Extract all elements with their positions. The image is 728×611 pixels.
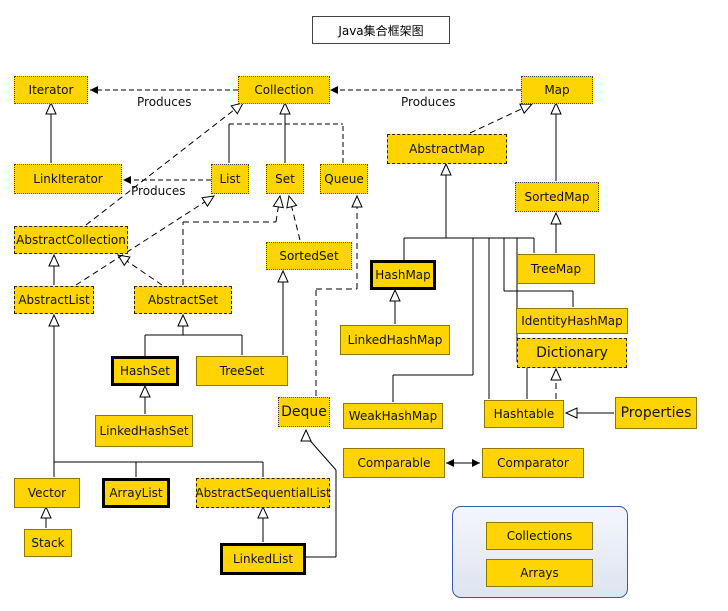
node-iterator: Iterator	[14, 76, 88, 104]
node-abstractmap: AbstractMap	[387, 134, 507, 164]
node-queue: Queue	[320, 164, 368, 194]
node-map: Map	[521, 76, 593, 104]
node-abstractcollection: AbstractCollection	[14, 226, 128, 254]
node-treeset: TreeSet	[196, 356, 288, 386]
utility-classes-panel: Collections Arrays	[452, 506, 628, 598]
node-vector: Vector	[14, 478, 80, 508]
node-linkedhashmap: LinkedHashMap	[340, 325, 450, 355]
node-hashmap: HashMap	[370, 260, 436, 290]
node-identityhashmap: IdentityHashMap	[516, 308, 628, 334]
edge-sortedset-set	[286, 194, 301, 241]
node-abstractlist: AbstractList	[14, 286, 94, 314]
node-dictionary: Dictionary	[517, 338, 627, 368]
node-linkedhashset: LinkedHashSet	[95, 415, 193, 447]
node-collections: Collections	[486, 522, 593, 550]
node-comparator: Comparator	[482, 448, 584, 478]
node-sortedset: SortedSet	[266, 242, 352, 270]
node-linkedlist: LinkedList	[220, 543, 306, 575]
edge-abstractlist-list	[75, 195, 216, 286]
node-collection: Collection	[238, 76, 330, 104]
node-abstractset: AbstractSet	[134, 286, 232, 314]
node-stack: Stack	[24, 529, 72, 557]
node-linkiterator: LinkIterator	[14, 164, 122, 194]
edge-abstractmap-map	[469, 103, 534, 134]
node-weakhashmap: WeakHashMap	[343, 403, 443, 429]
node-sortedmap: SortedMap	[515, 182, 599, 212]
node-set: Set	[266, 164, 304, 194]
produces-label-right: Produces	[401, 95, 456, 109]
diagram-title: Java集合框架图	[312, 16, 450, 44]
node-hashset: HashSet	[111, 356, 179, 386]
edge-abstractcollection-collection	[85, 102, 244, 226]
produces-label-left: Produces	[137, 95, 192, 109]
node-abstractsequentiallist: AbstractSequentialList	[195, 478, 331, 508]
node-hashtable: Hashtable	[484, 400, 564, 428]
produces-label-mid: Produces	[131, 184, 186, 198]
node-comparable: Comparable	[343, 448, 445, 478]
node-arrays: Arrays	[486, 559, 593, 587]
node-arraylist: ArrayList	[102, 478, 170, 508]
node-deque: Deque	[278, 397, 330, 427]
blank-patch	[214, 400, 268, 428]
node-properties: Properties	[615, 397, 697, 429]
edge-abstractset-abstractcollection	[117, 254, 163, 286]
node-list: List	[211, 164, 249, 194]
node-treemap: TreeMap	[517, 254, 595, 284]
